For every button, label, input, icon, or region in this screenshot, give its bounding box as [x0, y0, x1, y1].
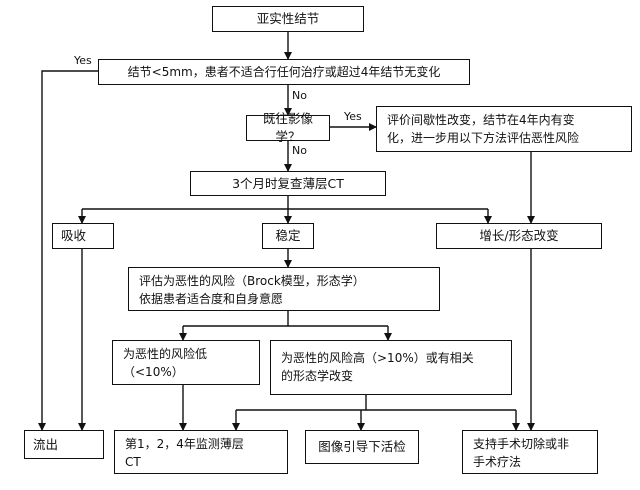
- node-start-text: 亚实性结节: [256, 11, 320, 26]
- node-risk-assessment-line-1: 评估为恶性的风险（Brock模型，形态学）: [139, 274, 365, 288]
- node-risk-assessment: 评估为恶性的风险（Brock模型，形态学） 依据患者适合度和自身意愿: [128, 267, 440, 311]
- node-low-risk-line-1: 为恶性的风险低: [123, 347, 208, 361]
- node-high-risk-line-1: 为恶性的风险高（>10%）或有相关: [281, 351, 474, 365]
- node-discharge-text: 流出: [33, 436, 59, 452]
- node-guided-biopsy-text: 图像引导下活检: [318, 439, 406, 454]
- edge-label-yes-right: Yes: [344, 110, 362, 123]
- node-evaluate-change-line-1: 评价间歇性改变，结节在4年内有变: [387, 113, 575, 127]
- edge-label-no-2: No: [292, 144, 307, 157]
- node-discharge: 流出: [24, 430, 104, 459]
- node-growth-text: 增长/形态改变: [479, 228, 559, 243]
- node-low-risk-line-2: （<10%）: [123, 365, 184, 379]
- node-size-question: 结节<5mm，患者不适合行任何治疗或超过4年结节无变化: [98, 59, 470, 85]
- node-stable: 稳定: [262, 223, 314, 249]
- node-risk-assessment-line-2: 依据患者适合度和自身意愿: [139, 292, 284, 306]
- node-guided-biopsy: 图像引导下活检: [305, 430, 419, 464]
- node-high-risk: 为恶性的风险高（>10%）或有相关 的形态学改变: [270, 340, 512, 395]
- node-evaluate-change: 评价间歇性改变，结节在4年内有变 化，进一步用以下方法评估恶性风险: [376, 106, 632, 152]
- node-high-risk-line-2: 的形态学改变: [281, 369, 354, 383]
- node-surgery-line-2: 手术疗法: [473, 455, 522, 469]
- node-ct-3-months: 3个月时复查薄层CT: [190, 171, 386, 196]
- node-stable-text: 稳定: [275, 228, 301, 243]
- node-low-risk: 为恶性的风险低 （<10%）: [112, 340, 260, 385]
- node-ct-3-months-text: 3个月时复查薄层CT: [232, 175, 344, 191]
- node-start: 亚实性结节: [212, 6, 364, 32]
- node-surgery: 支持手术切除或非 手术疗法: [462, 430, 598, 474]
- node-imaging-question-text: 既往影像学？: [262, 111, 313, 144]
- edge-label-yes-left: Yes: [74, 54, 92, 67]
- node-imaging-question: 既往影像学？: [246, 111, 330, 144]
- node-absorbed-text: 吸收: [61, 228, 87, 243]
- node-size-question-text: 结节<5mm，患者不适合行任何治疗或超过4年结节无变化: [127, 65, 441, 79]
- node-monitor-ct-line-2: CT: [125, 455, 141, 469]
- node-absorbed: 吸收: [52, 223, 114, 249]
- edge-label-no-1: No: [292, 89, 307, 102]
- edge-size-discharge: [38, 70, 98, 431]
- node-evaluate-change-line-2: 化，进一步用以下方法评估恶性风险: [387, 131, 580, 145]
- node-growth: 增长/形态改变: [436, 223, 602, 249]
- node-monitor-ct: 第1，2，4年监测薄层 CT: [114, 430, 288, 474]
- node-monitor-ct-line-1: 第1，2，4年监测薄层: [125, 437, 244, 451]
- node-surgery-line-1: 支持手术切除或非: [473, 437, 570, 451]
